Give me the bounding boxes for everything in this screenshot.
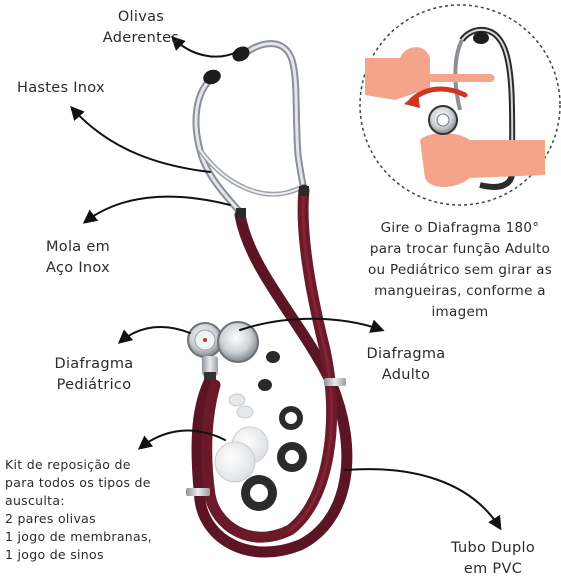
arrow-mola bbox=[82, 195, 231, 224]
label-mola-line1: Mola em bbox=[45, 239, 111, 255]
hand-top bbox=[365, 47, 430, 100]
arrow-hastes bbox=[70, 105, 211, 173]
label-diafragma-adulto: Diafragma Adulto bbox=[356, 344, 456, 386]
kit-line1: Kit de reposição de bbox=[5, 457, 131, 472]
label-pediatrico-line1: Diafragma bbox=[54, 356, 134, 372]
kit-line6: 1 jogo de sinos bbox=[5, 547, 104, 562]
label-tubo-line2: em PVC bbox=[463, 561, 523, 577]
label-hastes-text: Hastes Inox bbox=[17, 80, 105, 96]
kit-line2: para todos os tipos de bbox=[5, 475, 151, 490]
adult-diaphragm bbox=[217, 321, 259, 363]
tube-clip bbox=[324, 378, 346, 386]
kit-line5: 1 jogo de membranas, bbox=[5, 529, 153, 544]
label-olivas-line2: Aderentes bbox=[102, 30, 180, 46]
arrow-tubo bbox=[344, 468, 502, 531]
label-hastes: Hastes Inox bbox=[17, 78, 105, 99]
label-diafragma-pediatrico: Diafragma Pediátrico bbox=[44, 354, 144, 396]
eartip-left bbox=[203, 69, 221, 85]
label-olivas: Olivas Aderentes bbox=[86, 7, 196, 49]
kit-line4: 2 pares olivas bbox=[5, 511, 96, 526]
hand-bottom bbox=[420, 133, 545, 187]
rotation-inset bbox=[359, 4, 561, 206]
arrow-pediatrico bbox=[117, 326, 191, 344]
label-pediatrico-line2: Pediátrico bbox=[56, 377, 132, 393]
replacement-kit bbox=[214, 351, 307, 511]
callout-arrows bbox=[70, 36, 502, 531]
gire-line4: mangueiras, conforme a bbox=[374, 283, 546, 299]
label-tubo: Tubo Duplo em PVC bbox=[438, 538, 548, 580]
eartip-right bbox=[232, 46, 250, 62]
eartip-clear bbox=[228, 393, 246, 407]
label-mola: Mola em Aço Inox bbox=[38, 237, 118, 279]
label-tubo-line1: Tubo Duplo bbox=[451, 540, 535, 556]
gire-line2: para trocar função Adulto bbox=[369, 241, 551, 257]
eartip-clear bbox=[236, 405, 254, 419]
label-gire-instructions: Gire o Diafragma 180° para trocar função… bbox=[362, 218, 558, 323]
tube-clip bbox=[186, 488, 210, 496]
gire-line3: ou Pediátrico sem girar as bbox=[367, 262, 553, 278]
gire-line5: imagem bbox=[431, 304, 489, 320]
label-olivas-line1: Olivas bbox=[117, 9, 165, 25]
chest-piece bbox=[187, 321, 259, 380]
eartip-spare bbox=[266, 351, 280, 363]
arrow-olivas bbox=[171, 36, 238, 58]
label-kit: Kit de reposição de para todos os tipos … bbox=[5, 456, 175, 564]
double-tube bbox=[186, 184, 353, 558]
label-adulto-line1: Diafragma bbox=[366, 346, 446, 362]
label-adulto-line2: Adulto bbox=[381, 367, 431, 383]
gire-line1: Gire o Diafragma 180° bbox=[380, 220, 540, 236]
kit-line3: ausculta: bbox=[5, 493, 65, 508]
eartip-spare bbox=[258, 379, 272, 391]
arrow-adulto bbox=[239, 317, 385, 333]
binaural-headset bbox=[192, 40, 308, 216]
arrow-kit bbox=[137, 429, 226, 450]
label-mola-line2: Aço Inox bbox=[46, 260, 110, 276]
membrane bbox=[214, 441, 256, 483]
